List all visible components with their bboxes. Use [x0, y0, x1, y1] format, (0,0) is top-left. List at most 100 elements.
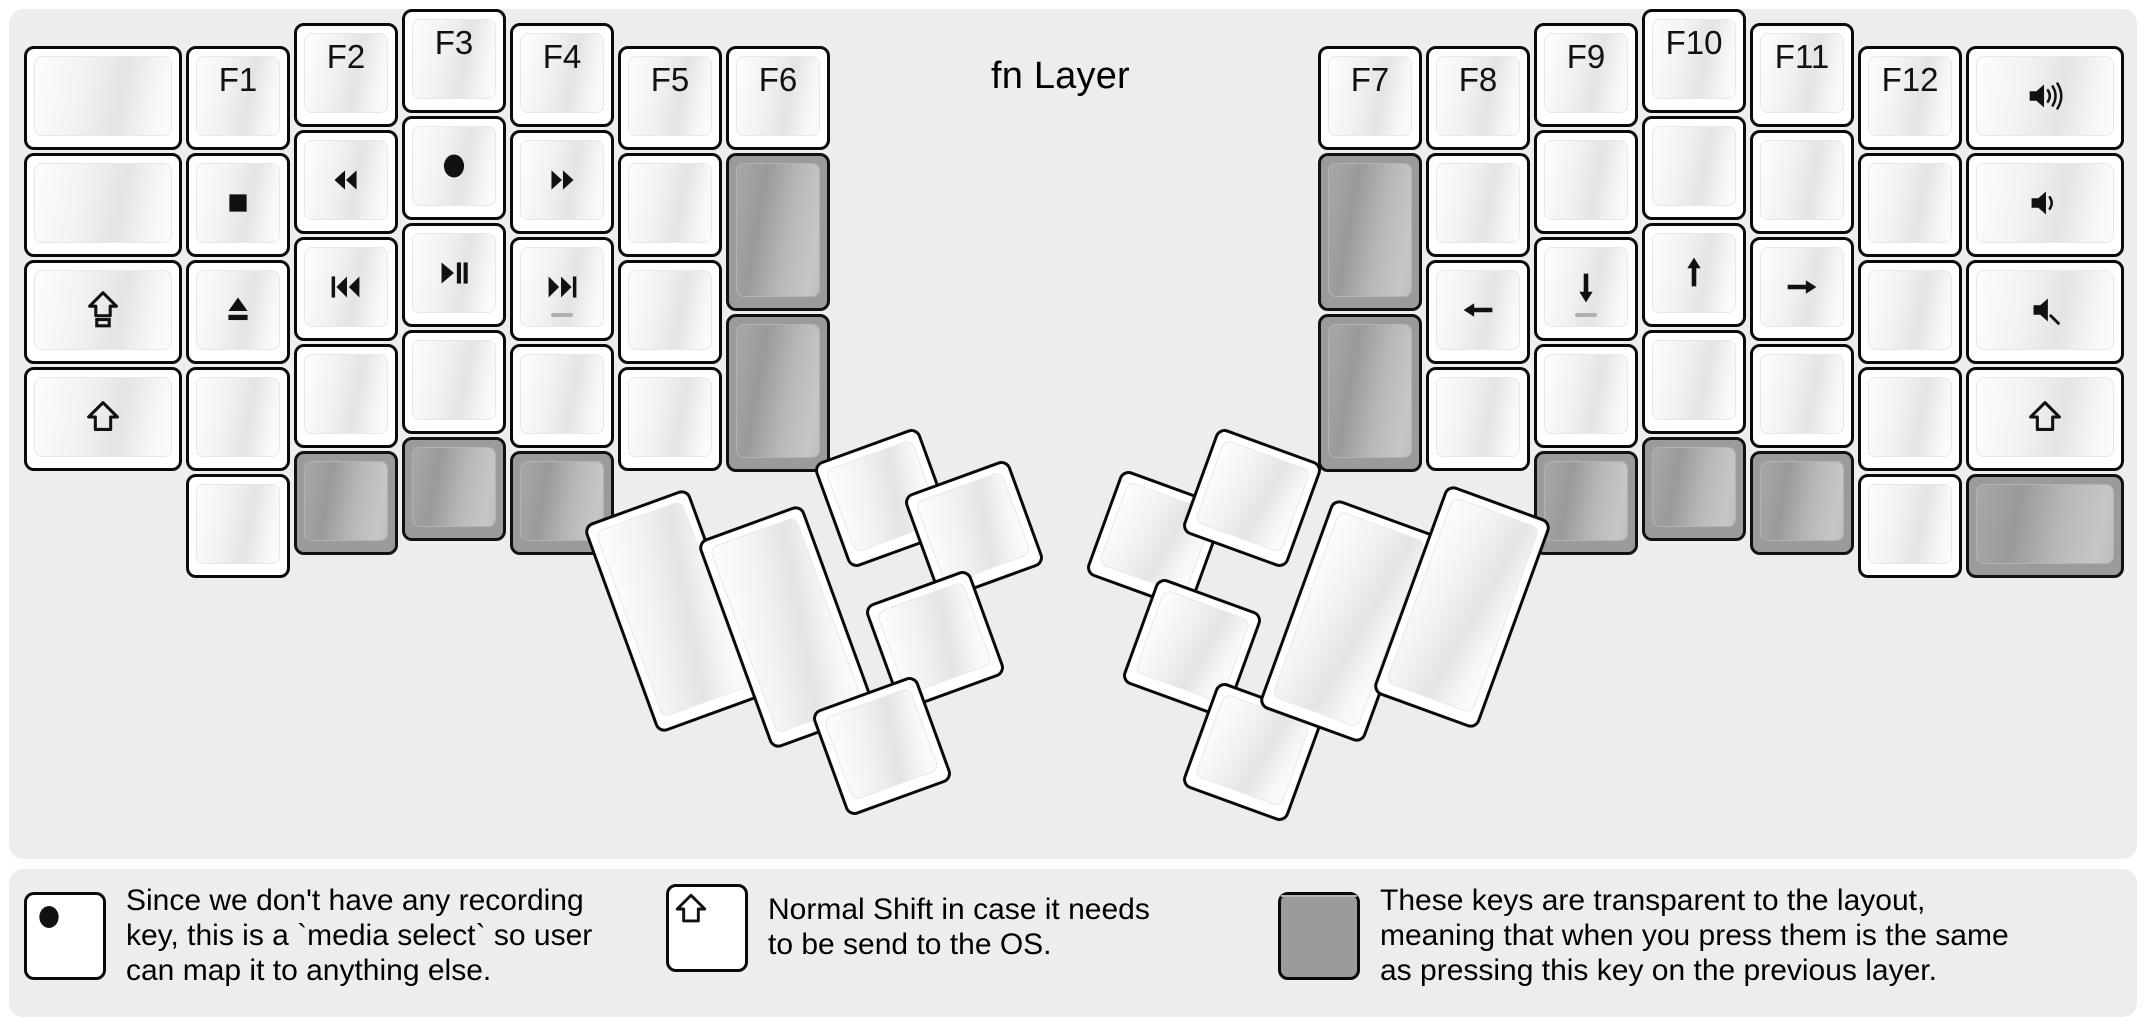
key-left-col-outer-left-0[interactable]: [24, 46, 182, 150]
key-left-col-innermost-1[interactable]: [726, 153, 830, 311]
keycap-surface: [628, 377, 712, 457]
key-right-col-ring-3[interactable]: [1750, 344, 1854, 448]
keycap-surface: [412, 233, 496, 313]
keycap-surface: [1760, 461, 1844, 541]
key-right-col-middle-2[interactable]: [1642, 223, 1746, 327]
legend-text-1: Normal Shift in case it needs to be send…: [768, 893, 1150, 961]
arrow-down-icon: [1563, 264, 1609, 310]
key-right-col-outer-right-0[interactable]: [1966, 46, 2124, 150]
key-left-col-middle-1[interactable]: [402, 116, 506, 220]
key-left-col-pinky-2[interactable]: [186, 260, 290, 364]
key-right-col-inner-3[interactable]: [1426, 367, 1530, 471]
keycap-surface: [1652, 340, 1736, 420]
key-left-col-pinky-3[interactable]: [186, 367, 290, 471]
keycap-surface: [34, 56, 172, 136]
keycap-surface: [1976, 270, 2114, 350]
key-right-col-middle-4[interactable]: [1642, 437, 1746, 541]
key-right-col-index-1[interactable]: [1534, 130, 1638, 234]
key-right-col-outer-right-2[interactable]: [1966, 260, 2124, 364]
key-right-col-ring-2[interactable]: [1750, 237, 1854, 341]
key-right-col-middle-3[interactable]: [1642, 330, 1746, 434]
key-right-col-middle-0[interactable]: F10: [1642, 9, 1746, 113]
key-right-col-middle-1[interactable]: [1642, 116, 1746, 220]
key-right-col-pinky-3[interactable]: [1858, 367, 1962, 471]
key-left-col-index-3[interactable]: [510, 344, 614, 448]
legend-key-1[interactable]: [666, 884, 748, 972]
arrow-left-icon: [1455, 287, 1501, 333]
page-title: fn Layer: [991, 55, 1130, 97]
key-left-col-ring-0[interactable]: F2: [294, 23, 398, 127]
keycap-surface: [27, 895, 103, 939]
key-left-col-ring-2[interactable]: [294, 237, 398, 341]
keycap-surface: [1281, 895, 1357, 898]
key-right-col-pinky-1[interactable]: [1858, 153, 1962, 257]
key-left-col-middle-4[interactable]: [402, 437, 506, 541]
keycap-surface: [1544, 461, 1628, 541]
media-record-icon: [431, 143, 477, 189]
key-right-col-outer-right-3[interactable]: [1966, 367, 2124, 471]
key-right-col-outer-right-4[interactable]: [1966, 474, 2124, 578]
key-right-col-inner-1[interactable]: [1426, 153, 1530, 257]
key-right-col-inner-2[interactable]: [1426, 260, 1530, 364]
keycap-surface: [304, 461, 388, 541]
key-left-col-middle-0[interactable]: F3: [402, 9, 506, 113]
key-right-col-index-2[interactable]: [1534, 237, 1638, 341]
keycap-surface: [1976, 163, 2114, 243]
volume-mute-icon: [2022, 287, 2068, 333]
keycap-surface: [628, 163, 712, 243]
key-left-col-pinky-4[interactable]: [186, 474, 290, 578]
key-left-col-inner-2[interactable]: [618, 260, 722, 364]
legend-text-0: Since we don't have any recording key, t…: [126, 884, 593, 987]
key-right-col-innermost-1[interactable]: [1318, 153, 1422, 311]
key-right-col-ring-4[interactable]: [1750, 451, 1854, 555]
key-label: F9: [1566, 38, 1606, 75]
keycap-surface: [34, 163, 172, 243]
key-left-col-ring-1[interactable]: [294, 130, 398, 234]
key-left-col-index-2[interactable]: [510, 237, 614, 341]
key-right-col-ring-0[interactable]: F11: [1750, 23, 1854, 127]
key-right-col-pinky-2[interactable]: [1858, 260, 1962, 364]
keycap-surface: F2: [304, 33, 388, 113]
key-left-col-outer-left-3[interactable]: [24, 367, 182, 471]
key-label: F8: [1458, 61, 1498, 98]
key-left-col-inner-0[interactable]: F5: [618, 46, 722, 150]
keycap-surface: [1194, 439, 1311, 554]
keycap-surface: [628, 270, 712, 350]
key-label: F4: [542, 38, 582, 75]
key-left-col-outer-left-1[interactable]: [24, 153, 182, 257]
key-left-col-inner-3[interactable]: [618, 367, 722, 471]
key-right-col-ring-1[interactable]: [1750, 130, 1854, 234]
key-left-col-middle-3[interactable]: [402, 330, 506, 434]
keycap-surface: [1760, 140, 1844, 220]
key-label: F1: [218, 61, 258, 98]
key-label: F11: [1774, 38, 1830, 75]
key-left-col-index-1[interactable]: [510, 130, 614, 234]
key-left-col-pinky-0[interactable]: F1: [186, 46, 290, 150]
key-right-col-innermost-2[interactable]: [1318, 314, 1422, 472]
keycap-surface: [1868, 484, 1952, 564]
keycap-surface: [1760, 247, 1844, 327]
key-right-col-outer-right-1[interactable]: [1966, 153, 2124, 257]
legend-key-0[interactable]: [24, 892, 106, 981]
key-left-col-index-0[interactable]: F4: [510, 23, 614, 127]
key-left-col-ring-3[interactable]: [294, 344, 398, 448]
key-left-col-pinky-1[interactable]: [186, 153, 290, 257]
key-right-col-pinky-4[interactable]: [1858, 474, 1962, 578]
key-right-col-pinky-0[interactable]: F12: [1858, 46, 1962, 150]
key-right-col-innermost-0[interactable]: F7: [1318, 46, 1422, 150]
key-left-col-innermost-2[interactable]: [726, 314, 830, 472]
key-right-col-index-0[interactable]: F9: [1534, 23, 1638, 127]
keycap-surface: [520, 354, 604, 434]
key-right-col-index-3[interactable]: [1534, 344, 1638, 448]
keycap-surface: [1328, 324, 1412, 458]
key-left-col-outer-left-2[interactable]: [24, 260, 182, 364]
key-left-col-inner-1[interactable]: [618, 153, 722, 257]
key-left-col-innermost-0[interactable]: F6: [726, 46, 830, 150]
legend-item-1: Normal Shift in case it needs to be send…: [666, 884, 1150, 972]
key-left-col-ring-4[interactable]: [294, 451, 398, 555]
keycap-surface: F4: [520, 33, 604, 113]
legend-key-2[interactable]: [1278, 892, 1360, 981]
key-right-col-inner-0[interactable]: F8: [1426, 46, 1530, 150]
key-right-col-index-4[interactable]: [1534, 451, 1638, 555]
key-left-col-middle-2[interactable]: [402, 223, 506, 327]
